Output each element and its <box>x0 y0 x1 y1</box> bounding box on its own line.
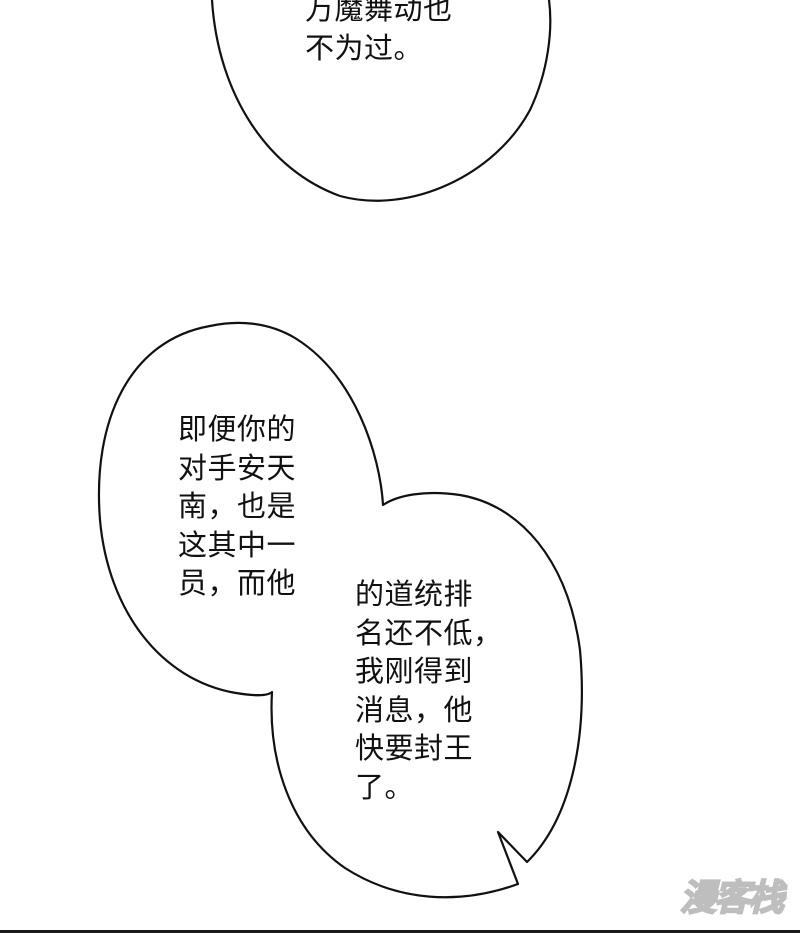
left-bubble-text: 即便你的 对手安天 南，也是 这其中一 员，而他 <box>178 410 296 603</box>
dialogue-line: 快要封王 <box>355 731 474 765</box>
dialogue-line: 的道统排 <box>355 577 474 611</box>
dialogue-line: 了。 <box>355 769 415 804</box>
dialogue-line: 我刚得到 <box>355 654 474 688</box>
dialogue-line: 不为过。 <box>305 30 424 65</box>
top-speech-bubble <box>210 0 552 202</box>
panel-bottom-edge <box>0 930 800 933</box>
double-speech-bubble <box>97 321 583 899</box>
dialogue-line: 这其中一 <box>178 527 297 562</box>
right-bubble-text: 的道统排 名还不低， 我刚得到 消息，他 快要封王 了。 <box>355 575 503 806</box>
dialogue-line: 万魔舞动也 <box>305 0 453 26</box>
dialogue-line: 员，而他 <box>178 566 297 600</box>
top-bubble-text: 万魔舞动也 不为过。 <box>305 0 453 67</box>
watermark-logo: 漫客栈 <box>679 877 785 920</box>
dialogue-line: 名还不低， <box>355 615 503 650</box>
dialogue-line: 南，也是 <box>178 489 297 523</box>
dialogue-line: 消息，他 <box>355 692 474 727</box>
dialogue-line: 对手安天 <box>178 450 297 485</box>
dialogue-line: 即便你的 <box>178 412 297 446</box>
